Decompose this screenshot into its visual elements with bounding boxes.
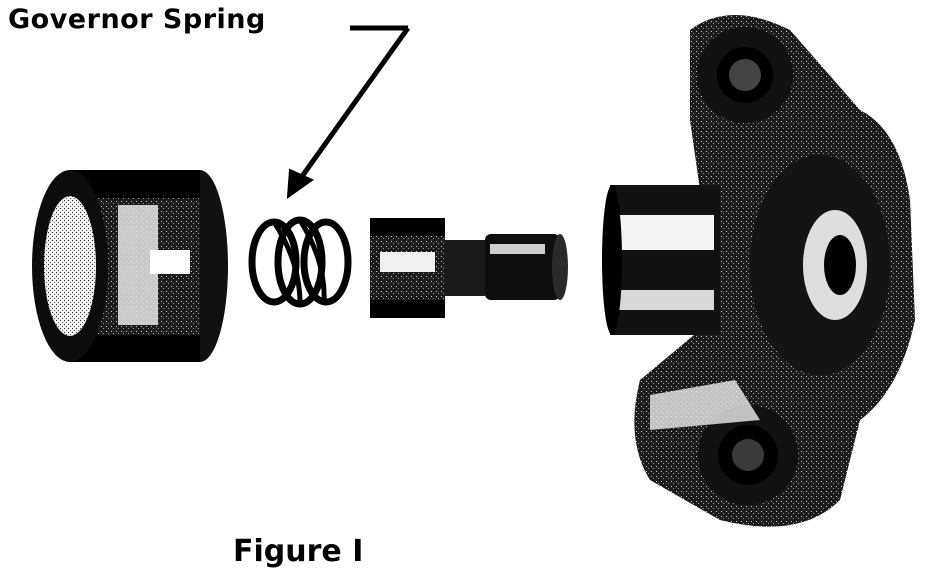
governor-cup: [32, 170, 228, 362]
governor-valve: [370, 218, 568, 318]
governor-housing: [602, 15, 915, 527]
figure-caption: Figure I: [233, 534, 364, 569]
callout-arrow: [286, 25, 411, 200]
governor-spring: [248, 216, 352, 308]
governor-spring-label: Governor Spring: [8, 4, 266, 35]
